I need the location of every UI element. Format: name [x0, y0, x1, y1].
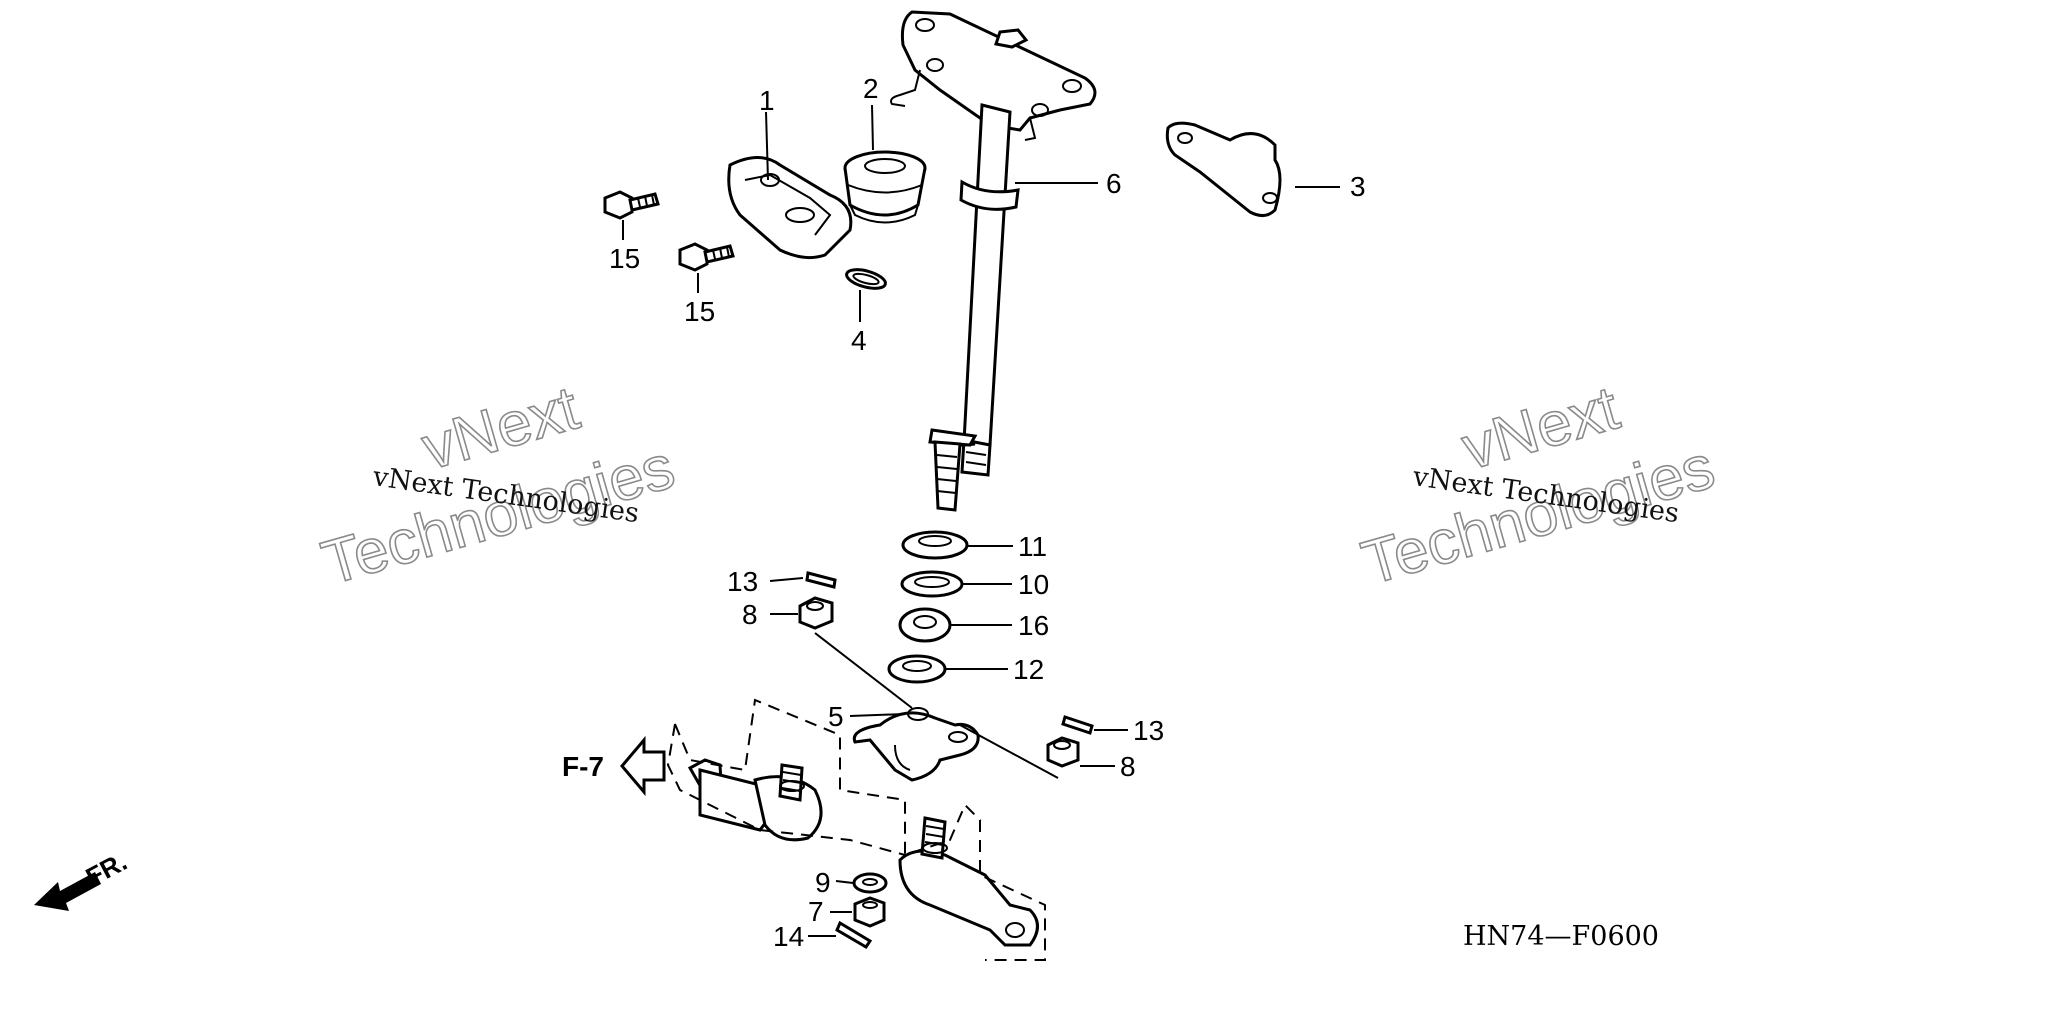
part-7-nut — [853, 896, 886, 928]
label-part-2: 2 — [863, 73, 879, 104]
part-14-cotter-pin — [835, 920, 873, 950]
label-part-7: 7 — [808, 896, 824, 927]
part-9-washer — [852, 872, 888, 894]
part-12-bearing — [887, 654, 947, 684]
part-13-cotter-pin-right — [1061, 715, 1094, 735]
label-part-14: 14 — [773, 921, 804, 952]
front-arrow-icon — [34, 872, 101, 911]
part-8-nut-left — [798, 596, 834, 630]
diagram-code: HN74—F0600 — [1463, 921, 1659, 952]
label-part-4: 4 — [851, 325, 867, 356]
leader-lines — [622, 104, 1340, 937]
part-4-circlip — [845, 268, 887, 290]
label-part-16: 16 — [1018, 610, 1049, 641]
label-part-11: 11 — [1018, 531, 1047, 562]
bolt-15-upper — [603, 190, 660, 220]
label-part-3: 3 — [1350, 171, 1366, 202]
part-11-bearing — [901, 530, 969, 560]
part-8-nut-right — [1046, 736, 1080, 768]
part-13-cotter-pin-left — [805, 571, 837, 589]
tie-rod-end-right — [898, 816, 1039, 947]
link-line-right — [959, 724, 1059, 779]
label-part-1: 1 — [759, 85, 775, 116]
label-part-13-left: 13 — [727, 566, 758, 597]
label-part-15-upper: 15 — [609, 243, 640, 274]
bolt-15-lower — [678, 242, 735, 272]
label-part-6: 6 — [1106, 168, 1122, 199]
label-part-8-right: 8 — [1120, 751, 1136, 782]
watermark-left: vNext Technologies vNext Technologies — [314, 373, 683, 600]
part-5-steering-arm — [852, 707, 980, 782]
watermark-right: vNext Technologies vNext Technologies — [1354, 373, 1723, 600]
part-1-cover — [727, 156, 853, 260]
reference-arrow-icon — [620, 735, 666, 797]
steering-shaft — [890, 10, 1097, 512]
label-part-9: 9 — [815, 867, 831, 898]
label-part-13-right: 13 — [1133, 715, 1164, 746]
part-2-bushing — [843, 150, 927, 224]
part-10-dust-seal — [900, 570, 964, 598]
part-3-holder — [1165, 121, 1282, 217]
link-line-left — [814, 632, 913, 709]
label-part-12: 12 — [1013, 654, 1044, 685]
reference-f7: F-7 — [562, 735, 666, 797]
label-part-8-left: 8 — [742, 599, 758, 630]
tie-rod-end-left — [687, 758, 823, 842]
label-part-10: 10 — [1018, 569, 1049, 600]
reference-outline-left — [674, 698, 1046, 961]
part-16-bearing — [898, 607, 952, 643]
reference-f7-label: F-7 — [562, 751, 604, 782]
label-part-15-lower: 15 — [684, 296, 715, 327]
label-part-5: 5 — [828, 701, 844, 732]
front-marker: FR. — [34, 846, 132, 911]
